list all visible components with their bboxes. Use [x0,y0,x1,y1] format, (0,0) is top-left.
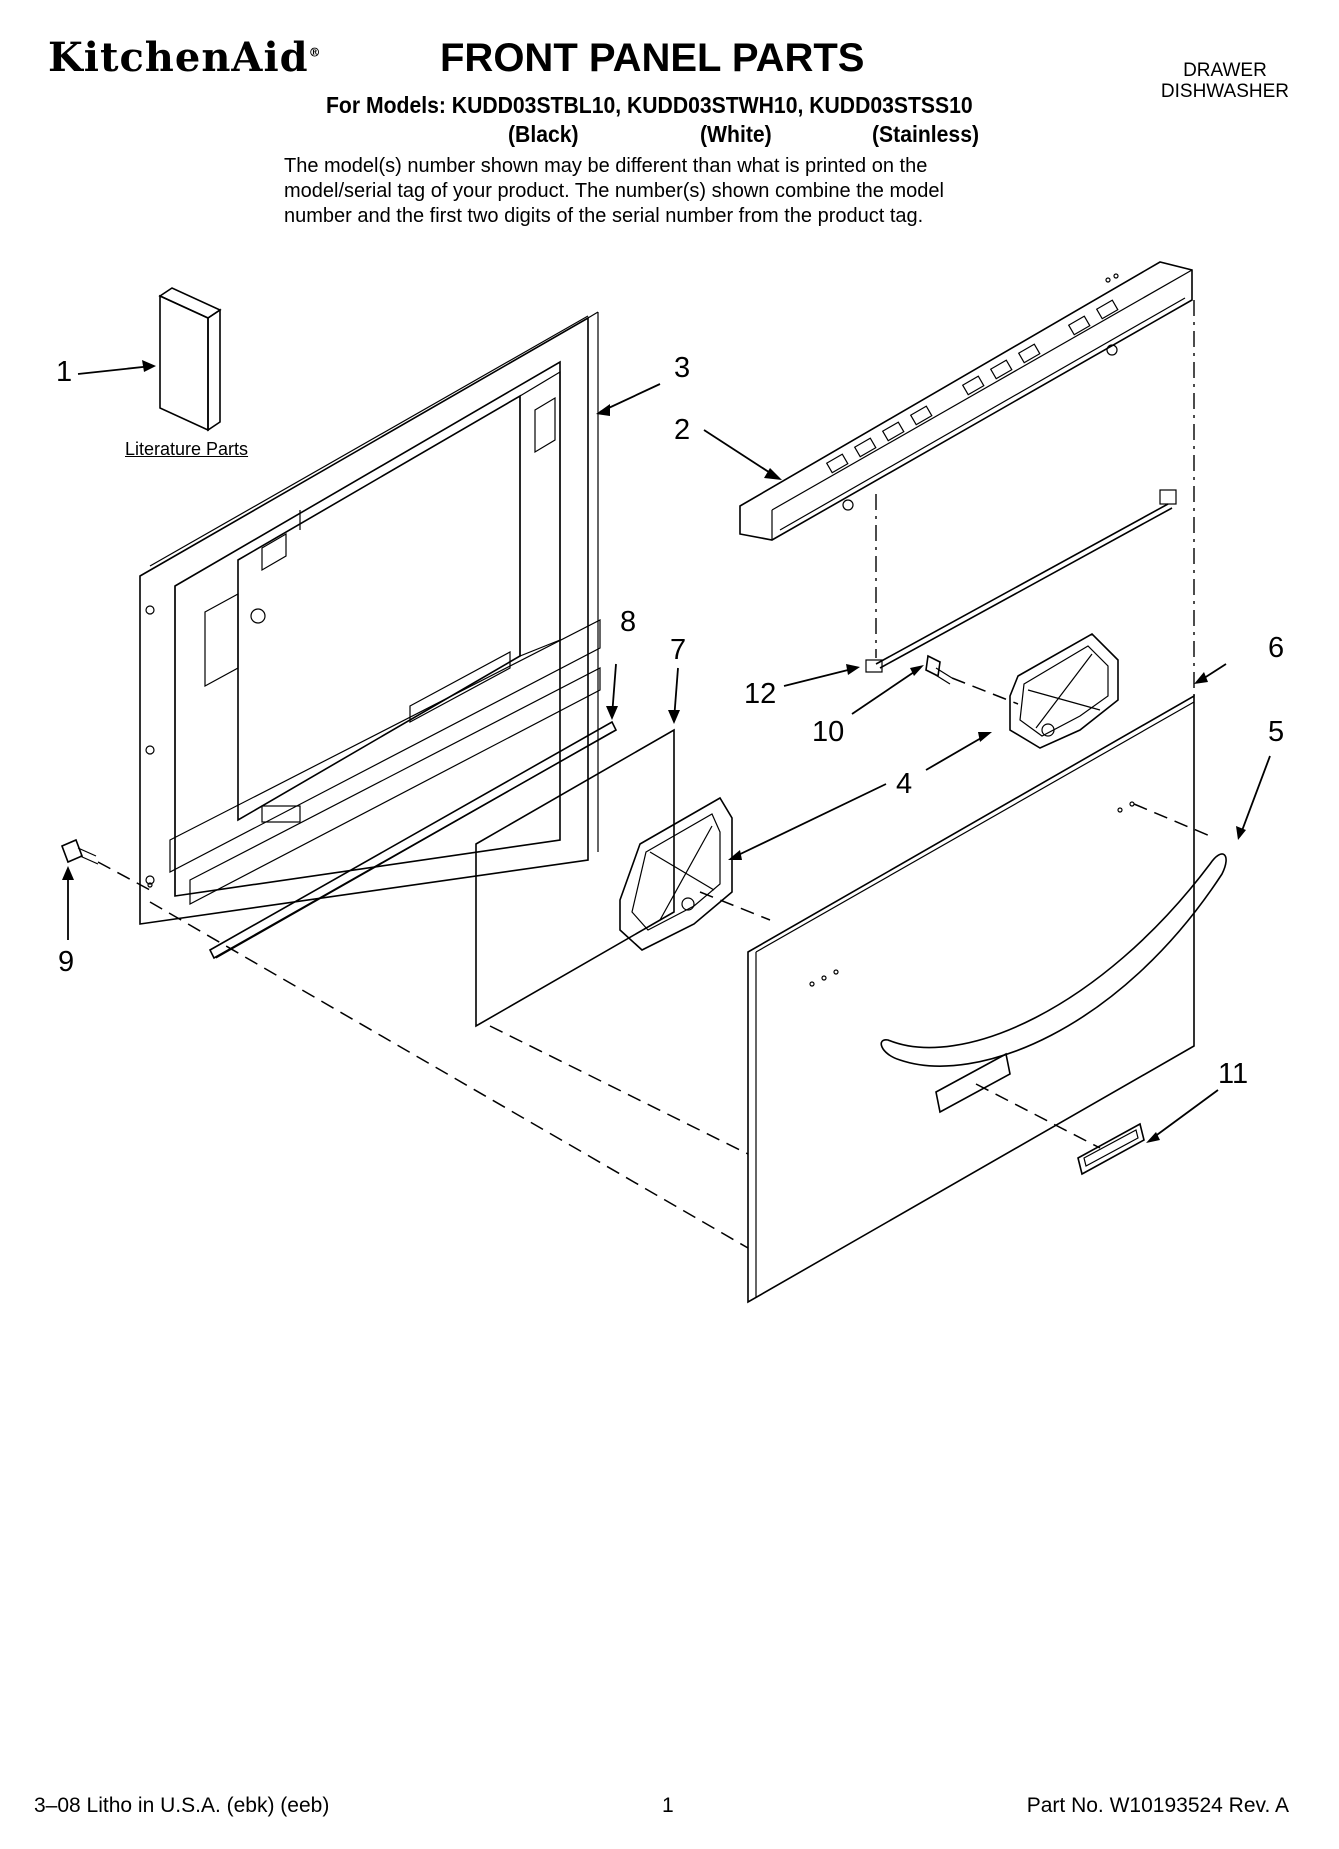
mounting-bolt [60,838,99,865]
color-stainless: (Stainless) [872,121,980,147]
inner-panel-frame [139,311,601,925]
badge-plate [935,1052,1011,1114]
control-panel-console [739,261,1193,541]
callout-leaders [62,360,1271,1143]
callout-11: 11 [1218,1058,1249,1090]
literature-parts-label: Literature Parts [125,439,249,459]
trim-strip [208,720,618,960]
callout-9: 9 [58,946,75,978]
note-line: number and the first two digits of the s… [284,205,924,227]
color-white: (White) [700,121,772,147]
brand-name: KitchenAid [48,34,309,81]
page-title: FRONT PANEL PARTS [440,36,865,80]
color-black: (Black) [508,121,579,147]
callout-4: 4 [896,768,913,800]
callout-6: 6 [1268,632,1285,664]
callout-1: 1 [56,356,73,388]
callout-12: 12 [744,678,777,710]
handle-bracket-right [1009,633,1119,749]
product-line-1: DRAWER [1183,60,1267,81]
registered-mark: ® [308,45,322,60]
litho-info: 3–08 Litho in U.S.A. (ebk) (eeb) [34,1794,330,1817]
wire-harness [865,489,1177,673]
page-number: 1 [662,1794,674,1817]
note-line: The model(s) number shown may be differe… [284,155,928,177]
literature-booklet [158,287,222,432]
product-type: DRAWER DISHWASHER [1161,60,1289,102]
callout-10: 10 [812,716,845,748]
kitchenaid-logo: KitchenAid® [48,34,322,81]
nameplate [1077,1122,1145,1176]
callout-3: 3 [674,352,691,384]
outer-door-panel [747,694,1195,1304]
part-number: Part No. W10193524 Rev. A [1026,1794,1289,1817]
note-line: model/serial tag of your product. The nu… [284,180,944,202]
callout-2: 2 [674,414,691,446]
screw [925,654,953,685]
callout-7: 7 [670,634,687,666]
door-handle [880,853,1227,1067]
product-line-2: DISHWASHER [1160,81,1289,102]
handle-bracket-left [619,796,733,951]
model-number-note: The model(s) number shown may be differe… [284,154,944,229]
models-line: For Models: KUDD03STBL10, KUDD03STWH10, … [326,92,973,118]
insulation-panel [475,728,675,1028]
callout-5: 5 [1268,716,1285,748]
callout-8: 8 [620,606,637,638]
